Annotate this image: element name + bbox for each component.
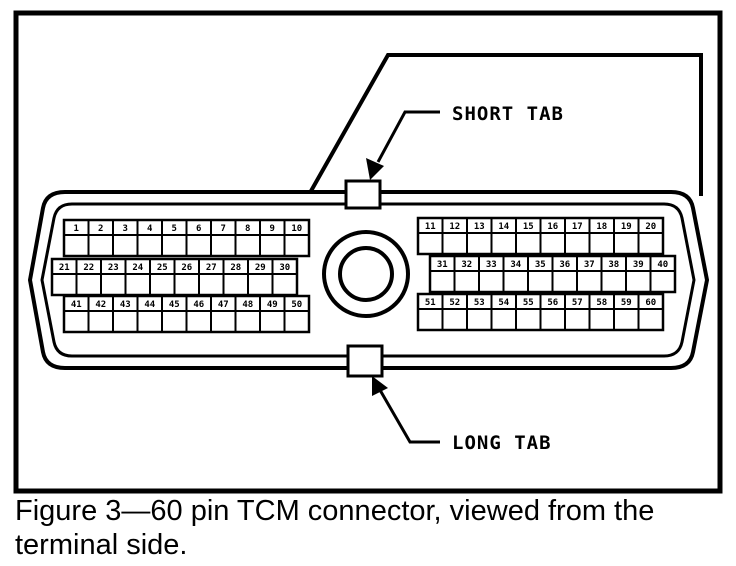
- pin-number: 21: [59, 263, 70, 273]
- connector-body-outer: [27, 190, 710, 370]
- connector-body-inner: [40, 202, 696, 358]
- figure-frame: [13, 10, 723, 494]
- pin-number: 32: [461, 260, 472, 270]
- figure-caption: Figure 3—60 pin TCM connector, viewed fr…: [15, 495, 655, 561]
- pin-row-right-bottom: 51 52 53 54 55 56 57 58 59 60: [416, 292, 665, 332]
- long-tab: [346, 344, 384, 378]
- pin-number: 50: [291, 300, 302, 310]
- pin-number: 49: [267, 300, 278, 310]
- pin-number: 17: [572, 222, 583, 232]
- pin-number: 55: [523, 298, 534, 308]
- pin-number: 59: [621, 298, 632, 308]
- long-tab-label: LONG TAB: [452, 432, 552, 454]
- key-boss-inner: [338, 246, 394, 302]
- pin-number: 29: [255, 263, 266, 273]
- pin-number: 35: [535, 260, 546, 270]
- pin-number: 54: [498, 298, 509, 308]
- pin-number: 51: [425, 298, 436, 308]
- pin-number: 27: [206, 263, 217, 273]
- housing-back-outline: [309, 53, 703, 196]
- pin-number: 41: [71, 300, 82, 310]
- pin-number: 53: [474, 298, 485, 308]
- pin-row-right-mid: 31 32 33 34 35 36 37 38 39 40: [428, 254, 677, 294]
- pin-number: 5: [172, 224, 177, 234]
- pin-number: 46: [193, 300, 204, 310]
- pin-number: 43: [120, 300, 131, 310]
- pin-number: 16: [547, 222, 558, 232]
- pin-number: 7: [221, 224, 226, 234]
- pin-number: 24: [132, 263, 143, 273]
- pin-number: 13: [474, 222, 485, 232]
- pin-number: 26: [181, 263, 192, 273]
- pin-number: 18: [596, 222, 607, 232]
- pin-number: 31: [437, 260, 448, 270]
- pin-number: 40: [657, 260, 668, 270]
- pin-number: 9: [270, 224, 275, 234]
- pin-number: 6: [196, 224, 201, 234]
- pin-number: 23: [108, 263, 119, 273]
- pin-row-left-bottom: 41 42 43 44 45 46 47 48 49 50: [62, 294, 311, 334]
- pin-number: 60: [645, 298, 656, 308]
- pin-number: 15: [523, 222, 534, 232]
- pin-number: 36: [559, 260, 570, 270]
- long-tab-leader: [378, 389, 440, 444]
- pin-number: 12: [449, 222, 460, 232]
- pin-number: 33: [486, 260, 497, 270]
- pin-number: 44: [144, 300, 155, 310]
- pin-number: 39: [633, 260, 644, 270]
- pin-number: 38: [608, 260, 619, 270]
- long-tab-arrow-head: [372, 376, 388, 396]
- pin-number: 22: [83, 263, 94, 273]
- pin-number: 47: [218, 300, 229, 310]
- pin-row-left-top: 1 2 3 4 5 6 7 8 9 10: [62, 218, 311, 258]
- pin-number: 14: [498, 222, 509, 232]
- pin-number: 57: [572, 298, 583, 308]
- pin-number: 8: [245, 224, 250, 234]
- short-tab-label: SHORT TAB: [452, 103, 564, 125]
- short-tab-leader: [376, 110, 440, 163]
- pin-number: 42: [95, 300, 106, 310]
- pin-number: 11: [425, 222, 436, 232]
- pin-number: 4: [147, 224, 153, 234]
- pin-number: 2: [98, 224, 103, 234]
- short-tab: [344, 179, 382, 210]
- pin-number: 52: [449, 298, 460, 308]
- pin-number: 37: [584, 260, 595, 270]
- pin-number: 30: [279, 263, 290, 273]
- pin-number: 25: [157, 263, 168, 273]
- short-tab-arrow-head: [366, 158, 384, 180]
- pin-number: 19: [621, 222, 632, 232]
- pin-number: 20: [645, 222, 656, 232]
- pin-number: 28: [230, 263, 241, 273]
- pin-number: 58: [596, 298, 607, 308]
- pin-number: 48: [242, 300, 253, 310]
- pin-number: 10: [291, 224, 302, 234]
- pin-row-right-top: 11 12 13 14 15 16 17 18 19 20: [416, 216, 665, 256]
- pin-number: 1: [74, 224, 79, 234]
- pin-number: 45: [169, 300, 180, 310]
- pin-number: 56: [547, 298, 558, 308]
- pin-number: 3: [123, 224, 128, 234]
- pin-number: 34: [510, 260, 521, 270]
- pin-row-left-mid: 21 22 23 24 25 26 27 28 29 30: [50, 257, 299, 297]
